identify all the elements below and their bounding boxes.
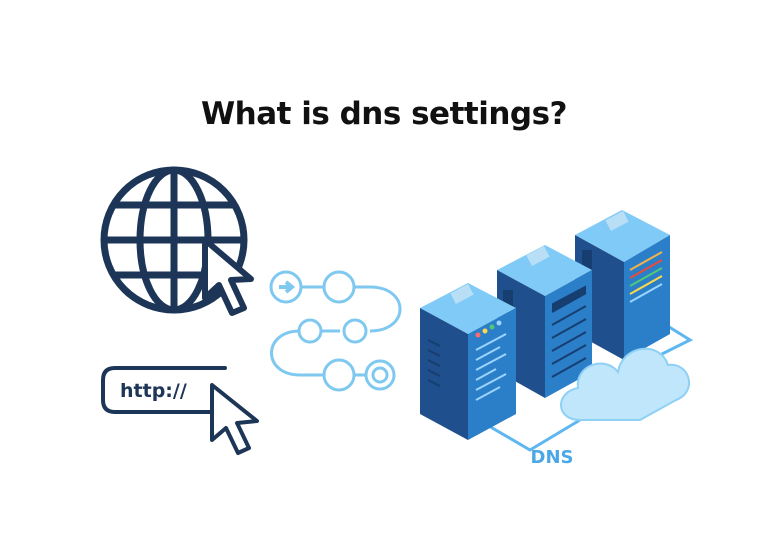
globe-icon <box>100 166 248 314</box>
server-rack-icon <box>420 283 516 440</box>
dns-label: DNS <box>531 447 574 468</box>
url-bar: http:// <box>101 366 227 414</box>
route-path-icon <box>269 270 402 392</box>
url-bar-text: http:// <box>120 380 187 402</box>
page-title: What is dns settings? <box>200 96 568 132</box>
cursor-arrow-icon <box>202 237 254 316</box>
cursor-arrow-icon <box>210 383 259 455</box>
cloud-icon <box>560 347 690 421</box>
